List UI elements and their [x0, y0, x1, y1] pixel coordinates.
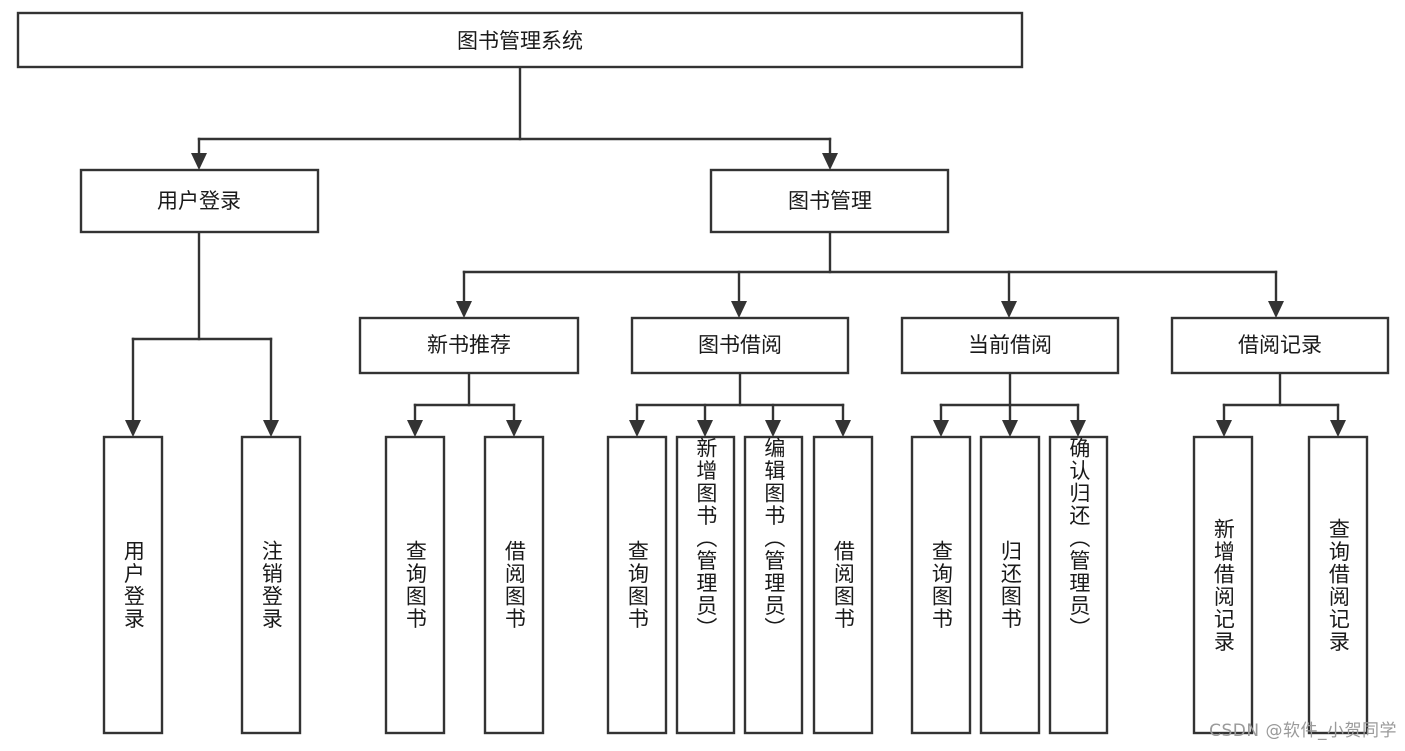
node-current-borrow-label: 当前借阅: [968, 333, 1052, 357]
arrow-head-current-borrow: [1001, 301, 1017, 318]
node-layer: 图书管理系统 用户登录 图书管理 新书推荐 图书借阅 当前借阅 借阅记录: [16, 11, 1390, 735]
node-user-login-label: 用户登录: [157, 189, 241, 213]
arrow-head-book-manage: [822, 153, 838, 170]
arrow-head-leaf-user-logout: [263, 420, 279, 437]
node-new-book-recommend-label: 新书推荐: [427, 333, 511, 357]
arrow-head-new-book-recommend: [456, 301, 472, 318]
node-leaf-query-book-3[interactable]: [910, 435, 972, 735]
node-leaf-query-book-2[interactable]: [606, 435, 668, 735]
node-leaf-query-book-1[interactable]: [384, 435, 446, 735]
arrow-head-leaf-query-book-2: [629, 420, 645, 437]
arrow-head-borrow-record: [1268, 301, 1284, 318]
node-borrow-record-label: 借阅记录: [1238, 333, 1322, 357]
arrow-head-user-login: [191, 153, 207, 170]
node-root[interactable]: [16, 11, 1024, 69]
arrow-head-leaf-query-book-1: [407, 420, 423, 437]
node-leaf-edit-book[interactable]: [743, 435, 804, 735]
node-leaf-user-logout[interactable]: [240, 435, 302, 735]
connector-layer: [125, 65, 1346, 437]
arrow-head-leaf-query-book-3: [933, 420, 949, 437]
node-leaf-confirm-return[interactable]: [1048, 435, 1109, 735]
node-book-borrow[interactable]: [630, 316, 850, 375]
node-book-manage[interactable]: [709, 168, 950, 234]
node-root-label: 图书管理系统: [457, 29, 583, 53]
node-book-manage-label: 图书管理: [788, 189, 872, 213]
arrow-head-book-borrow: [731, 301, 747, 318]
arrow-head-leaf-edit-book: [765, 420, 781, 437]
arrow-head-leaf-borrow-book-2: [835, 420, 851, 437]
node-borrow-record[interactable]: [1170, 316, 1390, 375]
node-user-login[interactable]: [79, 168, 320, 234]
arrow-head-leaf-confirm-return: [1070, 420, 1086, 437]
node-leaf-query-record[interactable]: [1307, 435, 1369, 735]
node-current-borrow[interactable]: [900, 316, 1120, 375]
arrow-head-leaf-borrow-book-1: [506, 420, 522, 437]
arrow-head-leaf-add-record: [1216, 420, 1232, 437]
arrow-head-leaf-query-record: [1330, 420, 1346, 437]
arrow-head-leaf-return-book: [1002, 420, 1018, 437]
node-leaf-return-book[interactable]: [979, 435, 1041, 735]
arrow-head-leaf-user-login: [125, 420, 141, 437]
node-leaf-user-login[interactable]: [102, 435, 164, 735]
node-leaf-add-record[interactable]: [1192, 435, 1254, 735]
node-leaf-add-book[interactable]: [675, 435, 736, 735]
node-new-book-recommend[interactable]: [358, 316, 580, 375]
node-book-borrow-label: 图书借阅: [698, 333, 782, 357]
csdn-watermark: CSDN @软件_小贺同学: [1209, 721, 1397, 741]
node-leaf-borrow-book-2[interactable]: [812, 435, 874, 735]
node-leaf-borrow-book-1[interactable]: [483, 435, 545, 735]
arrow-head-leaf-add-book: [697, 420, 713, 437]
